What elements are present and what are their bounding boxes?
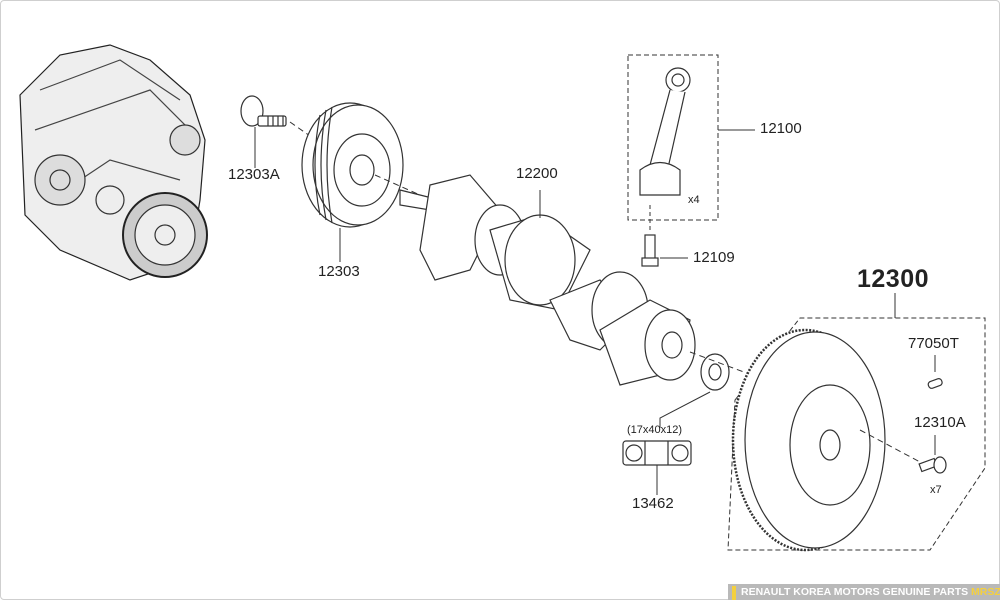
bearing-size-label: (17x40x12) <box>627 424 683 436</box>
pulley-bolt-12303A[interactable] <box>240 95 287 127</box>
crankshaft-12200[interactable] <box>399 174 696 386</box>
flywheel-bolt-12310A[interactable] <box>918 456 947 474</box>
dowel-pin-77050T[interactable] <box>927 378 943 389</box>
rod-bolt-12109[interactable] <box>641 234 659 267</box>
bearing-symbol <box>622 440 692 466</box>
banner-stripe <box>732 586 736 600</box>
part-label-12109[interactable]: 12109 <box>693 249 735 266</box>
flywheel-group-box <box>727 317 986 551</box>
quantity-label-12100: x4 <box>688 194 700 206</box>
part-label-12200[interactable]: 12200 <box>516 165 558 182</box>
part-label-13462[interactable]: 13462 <box>632 495 674 512</box>
pilot-bearing-13462[interactable] <box>700 353 730 391</box>
connecting-rod-group-box <box>627 54 719 221</box>
part-label-12303[interactable]: 12303 <box>318 263 360 280</box>
part-label-12310A[interactable]: 12310A <box>914 414 966 431</box>
banner-brand: MRSZONE <box>971 586 1000 598</box>
part-label-77050T[interactable]: 77050T <box>908 335 959 352</box>
banner-main-text: RENAULT KOREA MOTORS GENUINE PARTS <box>741 586 969 598</box>
crankshaft-pulley-12303[interactable] <box>301 102 404 228</box>
part-label-12300[interactable]: 12300 <box>857 265 930 293</box>
connecting-rod-12100[interactable] <box>639 67 691 196</box>
part-label-12100[interactable]: 12100 <box>760 120 802 137</box>
quantity-label-12310A: x7 <box>930 484 942 496</box>
engine-assembly-illustration <box>19 44 208 281</box>
part-label-12303A[interactable]: 12303A <box>228 166 280 183</box>
banner-text: RENAULT KOREA MOTORS GENUINE PARTS MRSZO… <box>741 586 1000 598</box>
watermark-banner: RENAULT KOREA MOTORS GENUINE PARTS MRSZO… <box>728 584 1000 600</box>
flywheel-12300[interactable] <box>731 328 886 552</box>
